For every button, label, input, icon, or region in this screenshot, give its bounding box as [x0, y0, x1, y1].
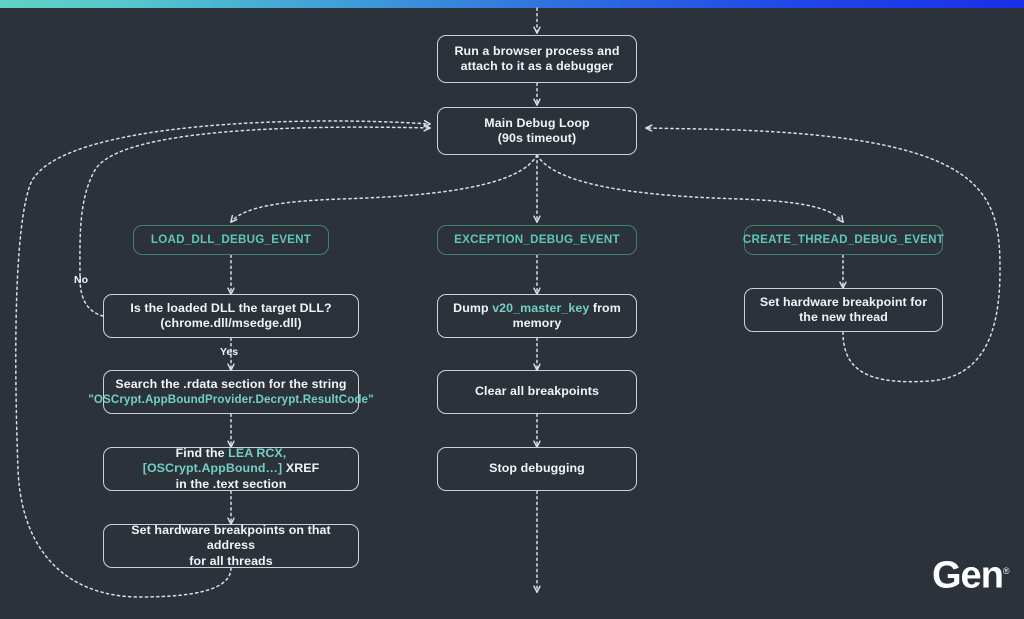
node-set-hwbp-new-line1: Set hardware breakpoint for	[759, 294, 928, 309]
node-find-xref-code: LEA RCX, [OSCrypt.AppBound…]	[142, 445, 287, 476]
node-set-hw-breakpoints-all[interactable]: Set hardware breakpoints on that address…	[103, 522, 359, 568]
node-set-hwbp-new-line2: the new thread	[799, 310, 888, 324]
edge-sethwbpnew-loop	[646, 128, 1001, 383]
edge-label-yes: Yes	[220, 346, 239, 358]
node-load-dll-label: LOAD_DLL_DEBUG_EVENT	[150, 233, 312, 246]
edge-loop-createthread	[536, 154, 843, 222]
node-start-line2: attach to it as a debugger	[460, 59, 614, 73]
node-dump-line2: memory	[512, 316, 562, 330]
node-set-hwbp-all-line2: for all threads	[189, 553, 273, 568]
node-clear-breakpoints[interactable]: Clear all breakpoints	[437, 370, 637, 414]
edge-istarget-no-loop	[79, 127, 430, 317]
node-dump-suffix: from	[589, 300, 621, 315]
node-search-rdata[interactable]: Search the .rdata section for the string…	[88, 370, 374, 414]
node-loop-line1: Main Debug Loop	[484, 115, 590, 130]
node-set-hwbp-all-line1: Set hardware breakpoints on that address	[131, 522, 331, 553]
node-exception-debug-event[interactable]: EXCEPTION_DEBUG_EVENT	[437, 225, 637, 255]
node-stop-debugging-label: Stop debugging	[489, 461, 585, 476]
node-exception-label: EXCEPTION_DEBUG_EVENT	[454, 233, 620, 246]
top-gradient-bar	[0, 0, 1024, 8]
node-is-target-dll[interactable]: Is the loaded DLL the target DLL? (chrom…	[103, 294, 359, 338]
edge-label-no: No	[74, 274, 88, 286]
node-loop-line2: (90s timeout)	[497, 131, 577, 145]
gen-logo: Gen®	[932, 552, 1010, 595]
node-create-thread-debug-event[interactable]: CREATE_THREAD_DEBUG_EVENT	[742, 225, 945, 255]
node-search-rdata-string: "OSCrypt.AppBoundProvider.Decrypt.Result…	[88, 393, 374, 406]
node-dump-prefix: Dump	[453, 300, 493, 315]
gen-logo-text: Gen	[932, 554, 1004, 597]
node-stop-debugging[interactable]: Stop debugging	[437, 447, 637, 491]
node-find-xref-line2: in the .text section	[175, 476, 287, 491]
node-main-debug-loop[interactable]: Main Debug Loop (90s timeout)	[437, 107, 637, 155]
node-set-hw-breakpoint-new-thread[interactable]: Set hardware breakpoint for the new thre…	[744, 288, 943, 332]
node-dump-code: v20_master_key	[492, 300, 590, 315]
node-is-target-line2: (chrome.dll/msedge.dll)	[160, 316, 302, 330]
node-start-line1: Run a browser process and	[454, 43, 620, 58]
edge-sethwbp-loop	[15, 121, 430, 598]
node-load-dll-debug-event[interactable]: LOAD_DLL_DEBUG_EVENT	[133, 225, 329, 255]
edge-loop-loaddll	[231, 154, 538, 222]
node-find-xref-prefix: Find the	[175, 445, 229, 460]
node-search-rdata-line1: Search the .rdata section for the string	[115, 376, 347, 391]
node-dump-master-key[interactable]: Dump v20_master_key from memory	[437, 294, 637, 338]
node-clear-breakpoints-label: Clear all breakpoints	[475, 384, 599, 399]
node-find-xref[interactable]: Find the LEA RCX, [OSCrypt.AppBound…] XR…	[103, 445, 359, 491]
node-create-thread-label: CREATE_THREAD_DEBUG_EVENT	[742, 233, 945, 246]
node-is-target-line1: Is the loaded DLL the target DLL?	[130, 300, 332, 315]
node-start[interactable]: Run a browser process and attach to it a…	[437, 35, 637, 83]
gen-logo-trademark: ®	[1002, 566, 1010, 576]
node-find-xref-suffix: XREF	[282, 461, 320, 476]
